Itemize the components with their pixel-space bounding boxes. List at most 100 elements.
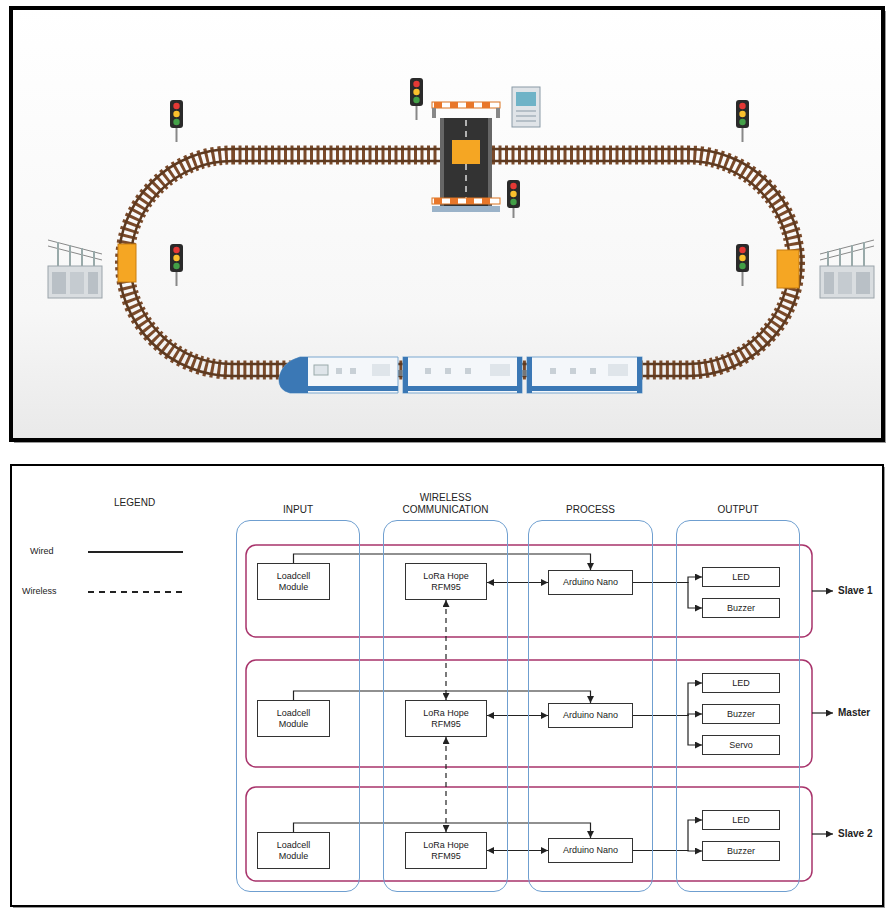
substation xyxy=(827,251,829,266)
module-label: LED xyxy=(732,678,750,689)
column-band: INPUTLoadcell ModuleLoadcell ModuleLoadc… xyxy=(236,520,360,892)
module-box: Buzzer xyxy=(702,841,780,861)
module-box: Loadcell Module xyxy=(257,563,330,600)
row-role-label: Master xyxy=(838,707,870,719)
traffic-light xyxy=(173,255,179,261)
traffic-light xyxy=(413,81,419,87)
level-crossing xyxy=(488,118,492,210)
train xyxy=(532,386,637,391)
track-sensor xyxy=(118,244,136,282)
wired-link xyxy=(633,683,702,716)
train xyxy=(279,357,642,393)
traffic-light xyxy=(736,244,749,272)
row-band xyxy=(246,787,812,881)
level-crossing xyxy=(466,102,474,108)
module-box: Buzzer xyxy=(702,598,780,618)
wired-link xyxy=(487,850,548,851)
traffic-light xyxy=(739,255,745,261)
traffic-light xyxy=(173,247,179,253)
module-box: LED xyxy=(702,673,780,693)
traffic-light xyxy=(510,191,516,197)
train xyxy=(336,368,342,374)
train xyxy=(527,357,532,393)
traffic-light xyxy=(507,180,520,208)
module-box: LED xyxy=(702,810,780,830)
module-box: Loadcell Module xyxy=(257,700,330,737)
wired-link xyxy=(633,583,702,609)
train xyxy=(425,368,431,374)
column-heading: WIRELESS COMMUNICATION xyxy=(384,492,507,516)
module-label: Buzzer xyxy=(727,603,755,614)
traffic-light xyxy=(510,183,516,189)
train xyxy=(314,365,328,375)
substation xyxy=(88,272,98,294)
module-label: Loadcell Module xyxy=(262,840,325,862)
level-crossing xyxy=(432,102,500,212)
train xyxy=(372,364,390,376)
module-box: LED xyxy=(702,567,780,587)
train xyxy=(465,368,471,374)
wireless-link xyxy=(445,600,446,700)
traffic-light xyxy=(410,78,423,120)
substation xyxy=(820,266,874,298)
legend-sample xyxy=(88,551,183,553)
level-crossing xyxy=(434,102,442,108)
wired-link xyxy=(633,850,702,852)
level-crossing xyxy=(450,198,458,204)
traffic-light xyxy=(742,271,744,286)
control-cabinet xyxy=(516,92,536,106)
substation xyxy=(863,242,865,266)
module-label: LoRa Hope RFM95 xyxy=(410,571,482,593)
traffic-light xyxy=(736,100,749,128)
train xyxy=(308,386,398,391)
level-crossing xyxy=(432,198,500,204)
train xyxy=(279,357,398,393)
module-box: Arduino Nano xyxy=(548,570,633,595)
traffic-light xyxy=(736,100,749,142)
module-box: Arduino Nano xyxy=(548,703,633,728)
module-label: Arduino Nano xyxy=(563,577,618,588)
traffic-light xyxy=(170,244,183,286)
wired-link xyxy=(633,716,702,746)
legend-heading: LEGEND xyxy=(114,497,155,509)
module-box: Loadcell Module xyxy=(257,832,330,869)
traffic-light xyxy=(416,105,418,120)
train xyxy=(608,364,628,376)
wireless-link xyxy=(445,737,446,832)
traffic-light xyxy=(176,271,178,286)
traffic-light xyxy=(510,199,516,205)
train xyxy=(445,368,451,374)
train xyxy=(570,368,576,374)
module-label: Arduino Nano xyxy=(563,710,618,721)
level-crossing xyxy=(452,140,480,164)
traffic-light xyxy=(739,263,745,269)
level-crossing xyxy=(432,102,500,108)
level-crossing xyxy=(440,118,444,210)
train xyxy=(590,368,596,374)
traffic-light xyxy=(742,127,744,142)
level-crossing xyxy=(466,198,474,204)
level-crossing xyxy=(482,102,490,108)
traffic-light xyxy=(507,180,520,218)
wired-link xyxy=(633,820,702,851)
legend-text: Wireless xyxy=(22,586,57,597)
track-sensor xyxy=(777,250,799,288)
module-label: LED xyxy=(732,815,750,826)
traffic-light xyxy=(739,103,745,109)
substation xyxy=(70,272,84,294)
module-label: LoRa Hope RFM95 xyxy=(410,708,482,730)
level-crossing xyxy=(440,118,492,210)
substation xyxy=(839,248,841,266)
module-box: Servo xyxy=(702,735,780,755)
train xyxy=(408,386,517,391)
traffic-light xyxy=(173,119,179,125)
illustration-frame xyxy=(11,8,883,440)
traffic-light xyxy=(173,103,179,109)
column-band: PROCESSArduino NanoArduino NanoArduino N… xyxy=(528,520,653,892)
diagram-frame xyxy=(11,465,883,906)
wired-link xyxy=(633,577,702,583)
traffic-light xyxy=(170,244,183,272)
traffic-light xyxy=(513,207,515,218)
